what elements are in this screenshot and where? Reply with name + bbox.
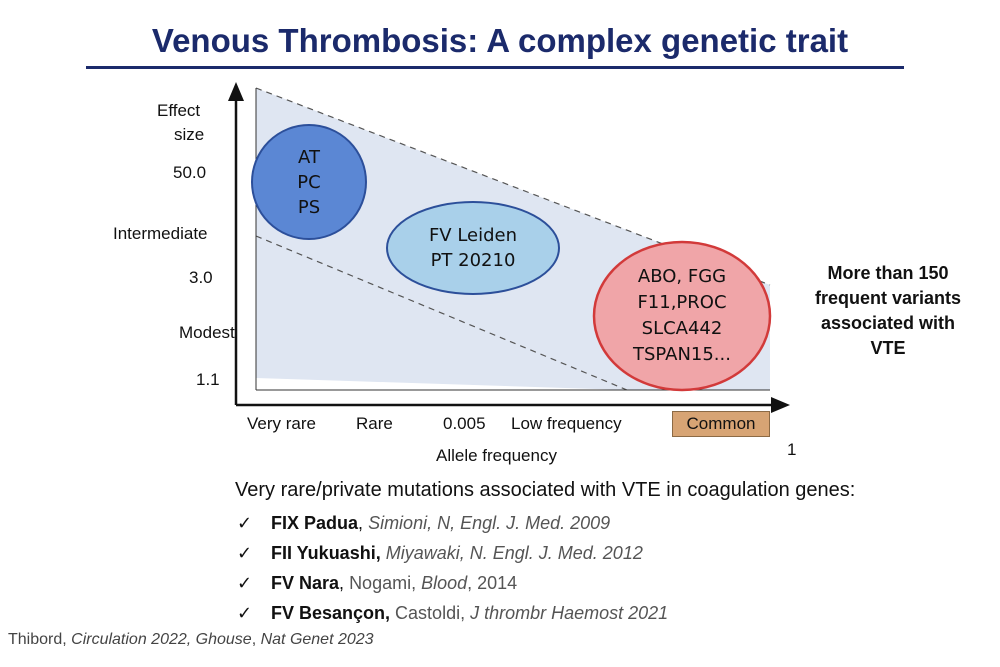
list-item: ✓ FV Besançon, Castoldi, J thrombr Haemos…: [237, 602, 668, 632]
mutation-reference-year: , 2014: [467, 573, 518, 593]
bubble-common-line: TSPAN15...: [633, 344, 731, 365]
bubble-high-effect-line: AT: [298, 146, 320, 168]
note-line: frequent variants: [814, 288, 962, 308]
bubble-high-effect-shape: [251, 124, 367, 240]
mutation-reference: Miyawaki, N. Engl. J. Med. 2012: [385, 543, 643, 563]
bubble-common-line: F11,PROC: [637, 292, 727, 313]
citation-journal: Nat Genet 2023: [260, 631, 374, 648]
mutations-heading: Very rare/private mutations associated w…: [235, 479, 856, 501]
citation-journal: Circulation 2022,: [71, 631, 196, 648]
note-line: VTE: [870, 338, 906, 358]
note-line: More than 150: [827, 263, 949, 283]
mutation-list: ✓ FIX Padua, Simioni, N, Engl. J. Med. 20…: [237, 512, 668, 632]
x-axis-end-value: 1: [787, 440, 797, 459]
band-lower-boundary: [255, 235, 628, 391]
y-tick-intermediate: Intermediate: [113, 224, 208, 243]
bubble-high-effect: AT PC PS: [252, 125, 366, 239]
x-axis-label: Allele frequency: [436, 446, 557, 465]
note-line: associated with: [820, 313, 956, 333]
list-item: ✓ FIX Padua, Simioni, N, Engl. J. Med. 20…: [237, 512, 668, 542]
y-tick-3: 3.0: [189, 268, 213, 287]
x-tick-rare: Rare: [356, 414, 393, 433]
mutation-reference: Simioni, N, Engl. J. Med. 2009: [368, 513, 611, 533]
citation-separator: ,: [251, 631, 261, 648]
mutation-name: FII Yukuashi,: [271, 543, 381, 563]
bubble-high-effect-line: PS: [297, 196, 321, 218]
slide-title: Venous Thrombosis: A complex genetic tra…: [151, 22, 849, 59]
mutation-separator: ,: [339, 573, 345, 593]
frequent-variants-note: More than 150 frequent variants associat…: [783, 261, 993, 361]
list-item: ✓ FV Nara, Nogami, Blood, 2014: [237, 572, 668, 602]
y-axis-label-line2: size: [174, 125, 205, 144]
band-upper-boundary: [255, 87, 771, 286]
x-tick-common: Common: [672, 411, 770, 437]
mutation-name: FV Besançon,: [271, 603, 391, 623]
bubble-high-effect-line: PC: [297, 171, 321, 193]
mutation-reference-journal: J thrombr Haemost 2021: [470, 603, 669, 623]
title-underline: [86, 66, 904, 69]
check-icon: ✓: [237, 513, 253, 534]
mutation-reference-journal: Blood: [421, 573, 468, 593]
x-tick-low-frequency: Low frequency: [511, 414, 622, 433]
bubble-intermediate: FV Leiden PT 20210: [387, 202, 559, 294]
mutation-reference-author: Nogami,: [349, 573, 422, 593]
citation-author: Thibord,: [8, 631, 72, 648]
list-item: ✓ FII Yukuashi, Miyawaki, N. Engl. J. Med…: [237, 542, 668, 572]
check-icon: ✓: [237, 573, 253, 594]
x-axis-arrowhead: [771, 397, 790, 413]
footer-citations: Thibord, Circulation 2022, Ghouse, Nat G…: [8, 631, 374, 649]
bubble-common-shape: [592, 240, 772, 392]
bubble-common-line: SLCA442: [641, 318, 723, 339]
mutation-reference-author: Castoldi,: [395, 603, 471, 623]
y-axis-label-line1: Effect: [157, 101, 201, 120]
bubble-intermediate-line: FV Leiden: [428, 225, 518, 246]
bubble-intermediate-shape: [386, 201, 560, 295]
y-tick-50: 50.0: [173, 163, 207, 182]
mutation-name: FIX Padua: [271, 513, 359, 533]
citation-author: Ghouse: [195, 631, 252, 648]
y-tick-modest: Modest: [179, 323, 235, 342]
y-tick-1-1: 1.1: [196, 370, 220, 389]
bubble-common: ABO, FGG F11,PROC SLCA442 TSPAN15...: [594, 242, 770, 390]
check-icon: ✓: [237, 603, 253, 624]
x-tick-0-005: 0.005: [443, 414, 486, 433]
x-tick-very-rare: Very rare: [247, 414, 316, 433]
mutation-name: FV Nara: [271, 573, 340, 593]
bubble-intermediate-line: PT 20210: [430, 250, 516, 271]
mutation-separator: ,: [358, 513, 364, 533]
bubble-common-line: ABO, FGG: [637, 266, 727, 287]
check-icon: ✓: [237, 543, 253, 564]
y-axis-arrowhead: [228, 82, 244, 101]
